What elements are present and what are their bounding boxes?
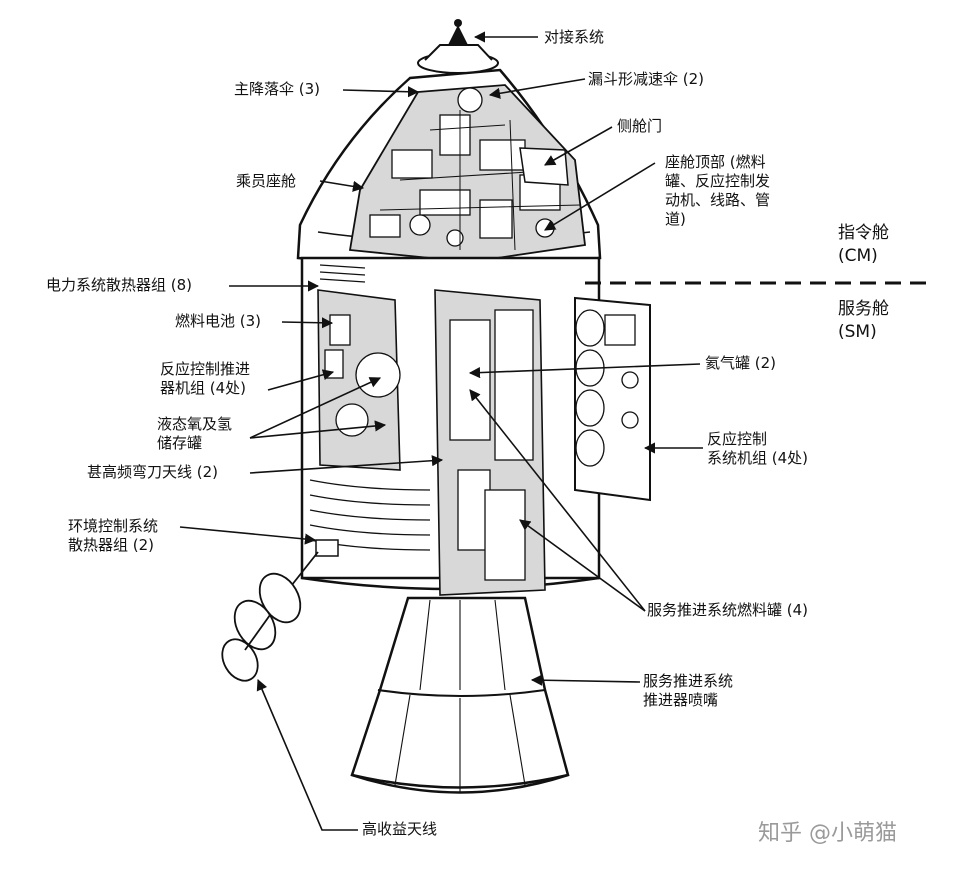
label-command-module: 指令舱 — [838, 223, 889, 243]
high-gain-antenna — [221, 551, 319, 682]
label-forward-compartment: 座舱顶部 (燃料 罐、反应控制发 动机、线路、管 道) — [665, 153, 771, 228]
label-rcs-quads-left: 反应控制推进 器机组 (4处) — [160, 360, 251, 397]
label-service-module: 服务舱 — [838, 299, 889, 319]
label-sps-engine-nozzle: 服务推进系统 推进器喷嘴 — [643, 672, 734, 709]
label-ecs-radiators: 环境控制系统 散热器组 (2) — [68, 517, 159, 554]
label-command-module-abbr: (CM) — [838, 246, 878, 266]
label-vhf-scimitar-antenna: 甚高频弯刀天线 (2) — [87, 463, 219, 481]
leader-lines — [179, 31, 703, 831]
label-helium-tanks: 氦气罐 (2) — [705, 354, 777, 372]
label-high-gain-antenna: 高收益天线 — [362, 820, 438, 838]
service-module — [300, 256, 651, 596]
label-cryogenic-tanks: 液态氧及氢 储存罐 — [157, 415, 233, 452]
label-drogue-parachutes: 漏斗形减速伞 (2) — [588, 70, 705, 88]
sps-nozzle — [350, 596, 570, 794]
label-side-hatch: 侧舱门 — [617, 117, 663, 135]
label-main-parachutes: 主降落伞 (3) — [234, 80, 321, 98]
label-sps-propellant-tanks: 服务推进系统燃料罐 (4) — [647, 601, 809, 619]
label-fuel-cells: 燃料电池 (3) — [175, 312, 262, 330]
label-eps-radiators: 电力系统散热器组 (8) — [46, 276, 193, 294]
label-crew-compartment: 乘员座舱 — [236, 172, 297, 190]
label-service-module-abbr: (SM) — [838, 322, 877, 342]
label-rcs-quads-right: 反应控制 系统机组 (4处) — [707, 430, 809, 467]
command-module — [296, 19, 602, 267]
label-docking-system: 对接系统 — [544, 28, 605, 46]
watermark: 知乎 @小萌猫 — [758, 821, 897, 846]
